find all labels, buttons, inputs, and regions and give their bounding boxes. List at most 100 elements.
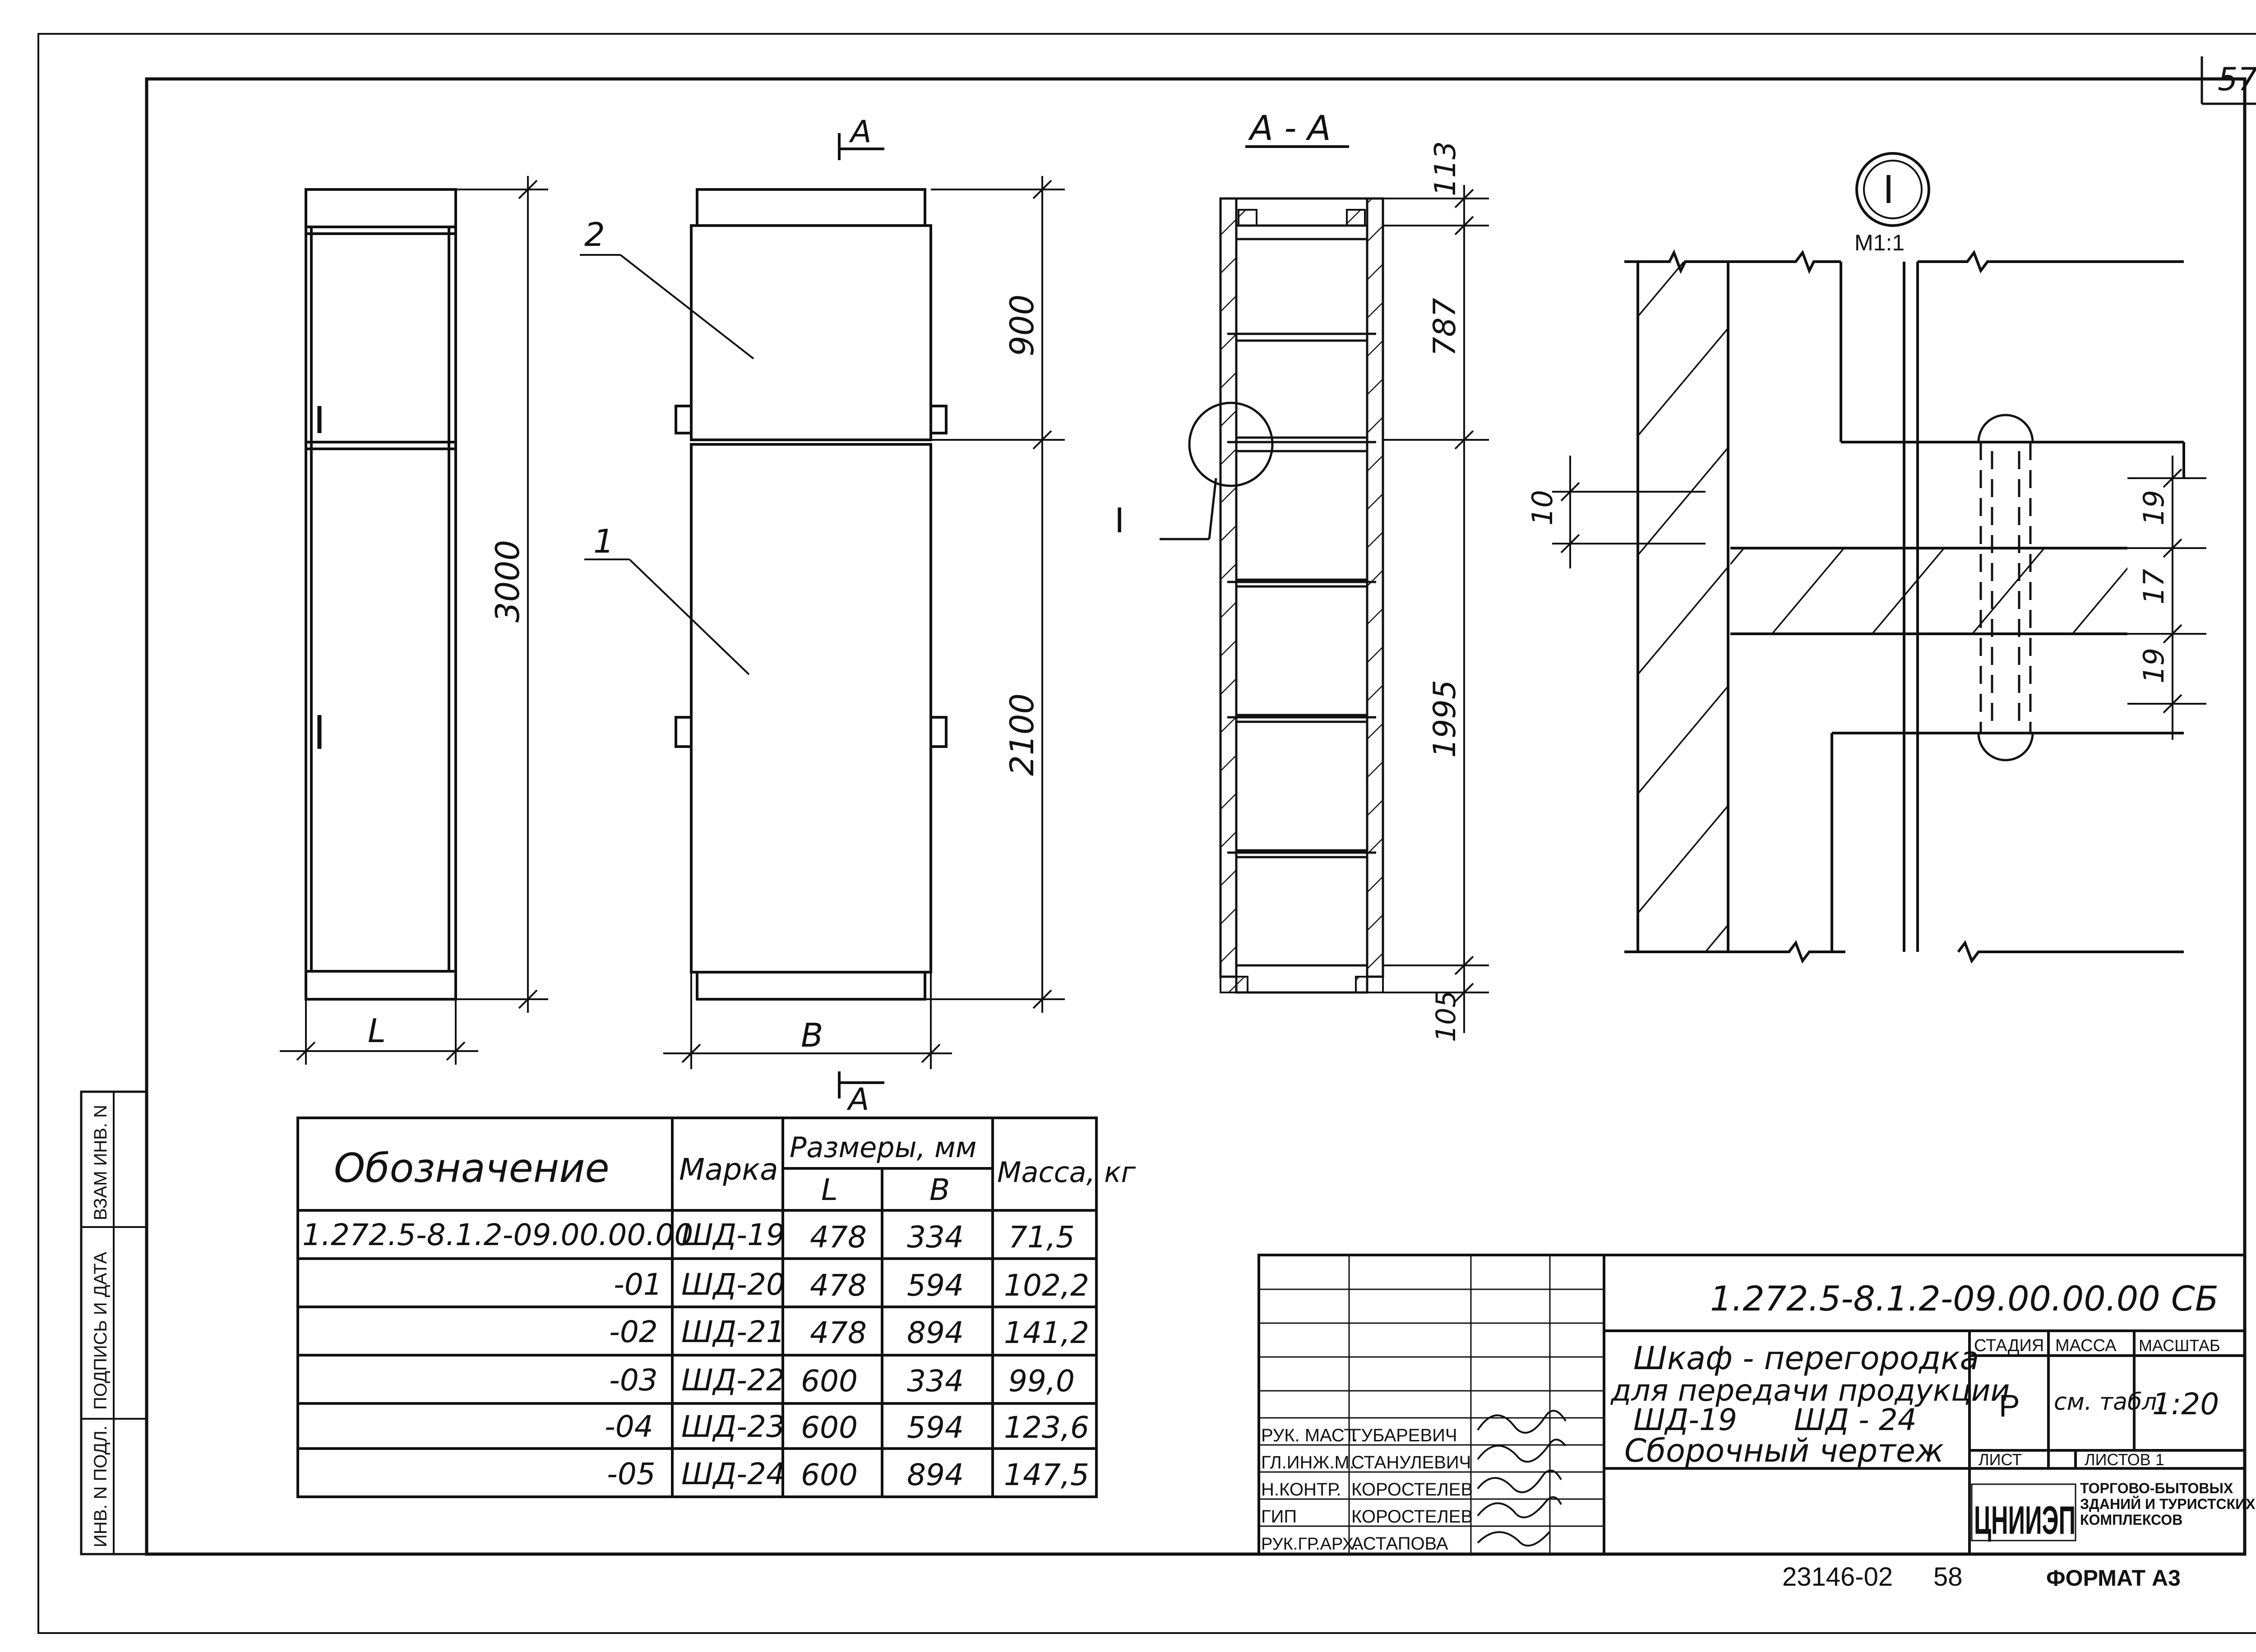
title-line-3: ШД-19 ШД - 24 — [1633, 1403, 1917, 1437]
spec-table — [296, 1117, 1098, 1498]
spec-B: 594 — [907, 1410, 964, 1445]
spec-designation: -05 — [607, 1457, 656, 1491]
spec-row: -03 ШД-22 600 334 99,0 — [609, 1363, 1075, 1398]
dim-sec-bottom: 105 — [1430, 990, 1462, 1042]
spec-mass: 99,0 — [1008, 1364, 1075, 1398]
signer-role: ГЛ.ИНЖ.М. — [1261, 1453, 1355, 1472]
spec-B: 594 — [907, 1268, 964, 1303]
title-line-1: Шкаф - перегородка — [1633, 1340, 1979, 1377]
spec-row: 1.272.5-8.1.2-09.00.00.00 ШД-19 478 334 … — [302, 1218, 1075, 1255]
detail-callout-circle — [1188, 401, 1274, 487]
dim-lower-part: 2100 — [1003, 693, 1041, 776]
spec-L: 478 — [810, 1315, 867, 1350]
signer-role: РУК. МАСТ. — [1261, 1426, 1358, 1445]
spec-mark: ШД-21 — [681, 1315, 785, 1349]
side-stamp-inv: ИНВ. N ПОДЛ. — [91, 1426, 111, 1547]
spec-designation: 1.272.5-8.1.2-09.00.00.00 — [302, 1218, 693, 1252]
spec-mass: 147,5 — [1004, 1458, 1089, 1492]
signer-name: КОРОСТЕЛЕВ — [1351, 1507, 1473, 1527]
spec-L: 478 — [810, 1268, 867, 1303]
signer-row: ГЛ.ИНЖ.М. СТАНУЛЕВИЧ — [1261, 1453, 1471, 1472]
page-number: 57 — [2218, 61, 2256, 98]
doc-code: 1.272.5-8.1.2-09.00.00.00 СБ — [1710, 1278, 2219, 1319]
detail-view — [1552, 249, 2206, 964]
signer-name: ГУБАРЕВИЧ — [1351, 1426, 1457, 1445]
signer-role: Н.КОНТР. — [1261, 1480, 1341, 1500]
spec-L: 478 — [810, 1220, 867, 1255]
stage-value: Р — [1999, 1388, 2020, 1423]
spec-mark: ШД-23 — [681, 1409, 785, 1444]
format-label: ФОРМАТ А3 — [2046, 1565, 2181, 1591]
signer-row: РУК.ГР.АРХ. АСТАПОВА — [1261, 1534, 1448, 1554]
archive-page: 58 — [1933, 1562, 1963, 1592]
signatures — [1477, 1410, 1567, 1547]
signer-role: ГИП — [1261, 1507, 1297, 1527]
scale-value: 1:20 — [2152, 1387, 2219, 1421]
scale-label: МАСШТАБ — [2139, 1336, 2220, 1355]
spec-L: 600 — [801, 1364, 858, 1398]
signer-row: Н.КОНТР. КОРОСТЕЛЕВ — [1261, 1480, 1473, 1500]
spec-B: 894 — [907, 1458, 964, 1492]
spec-L: 600 — [801, 1458, 858, 1492]
side-stamp: ИНВ. N ПОДЛ. ПОДПИСЬ И ДАТА ВЗАМ ИНВ. N — [80, 1090, 148, 1555]
mass-value: см. табл. — [2054, 1389, 2164, 1416]
archive-number: 23146-02 — [1782, 1562, 1893, 1592]
dim-det-10: 10 — [1526, 490, 1559, 526]
outer-trim-border — [37, 33, 2256, 1634]
dim-total-height: 3000 — [489, 540, 527, 623]
detail-scale: М1:1 — [1854, 230, 1905, 255]
sheets-label: ЛИСТОВ 1 — [2085, 1450, 2164, 1469]
dim-upper-part: 900 — [1003, 295, 1041, 356]
section-title: А - А — [1248, 108, 1331, 148]
spec-designation: -01 — [614, 1267, 662, 1302]
spec-B: 894 — [907, 1315, 964, 1350]
spec-designation: -03 — [609, 1363, 658, 1398]
leader-label-1: 1 — [593, 522, 614, 560]
title-line-4: Сборочный чертеж — [1624, 1432, 1944, 1469]
spec-B: 334 — [907, 1220, 964, 1255]
spec-row: -05 ШД-24 600 894 147,5 — [607, 1457, 1089, 1492]
spec-mark: ШД-22 — [681, 1363, 785, 1398]
title-line-2: для передачи продукции — [1610, 1373, 2010, 1408]
dim-width-L: L — [368, 1012, 386, 1050]
side-stamp-sign: ПОДПИСЬ И ДАТА — [91, 1252, 111, 1410]
stage-label: СТАДИЯ — [1974, 1336, 2044, 1355]
mass-label: МАССА — [2055, 1336, 2117, 1355]
spec-mass: 71,5 — [1008, 1220, 1075, 1255]
signer-role: РУК.ГР.АРХ. — [1261, 1535, 1359, 1554]
spec-row: -04 ШД-23 600 594 123,6 — [605, 1409, 1089, 1445]
signer-name: КОРОСТЕЛЕВ — [1351, 1480, 1473, 1500]
signer-name: АСТАПОВА — [1351, 1534, 1448, 1554]
spec-header-dims: Размеры, мм — [790, 1131, 977, 1164]
spec-row: -02 ШД-21 478 894 141,2 — [609, 1315, 1089, 1350]
spec-L: 600 — [801, 1410, 858, 1445]
signer-row: РУК. МАСТ. ГУБАРЕВИЧ — [1261, 1426, 1457, 1445]
drawing-frame — [145, 77, 2247, 1556]
dim-sec-lower: 1995 — [1427, 680, 1463, 758]
spec-designation: -02 — [609, 1315, 658, 1349]
org-name-line-3: КОМПЛЕКСОВ — [2080, 1512, 2182, 1528]
leader-label-2: 2 — [584, 216, 605, 254]
spec-mark: ШД-20 — [681, 1267, 785, 1302]
dim-sec-upper: 787 — [1427, 298, 1463, 356]
detail-callout-label: I — [1114, 500, 1124, 540]
detail-title-circle — [1855, 152, 1930, 227]
signer-row: ГИП КОРОСТЕЛЕВ — [1261, 1507, 1473, 1527]
dim-det-19b: 19 — [2137, 648, 2170, 683]
section-mark-bottom: А — [846, 1082, 869, 1117]
spec-mark: ШД-19 — [681, 1218, 785, 1252]
dim-det-17: 17 — [2137, 569, 2170, 605]
front-view — [675, 188, 948, 1001]
signer-name: СТАНУЛЕВИЧ — [1351, 1453, 1471, 1472]
org-name-line-2: ЗДАНИЙ И ТУРИСТСКИХ — [2080, 1496, 2256, 1512]
spec-mass: 102,2 — [1004, 1268, 1089, 1303]
org-name-line-1: ТОРГОВО-БЫТОВЫХ — [2080, 1480, 2233, 1496]
dim-det-19a: 19 — [2137, 490, 2170, 526]
spec-designation: -04 — [605, 1409, 653, 1444]
spec-header-mass: Масса, кг — [997, 1156, 1136, 1189]
dim-sec-top: 113 — [1429, 141, 1462, 196]
spec-header-mark: Марка — [679, 1152, 778, 1187]
spec-mass: 123,6 — [1004, 1410, 1089, 1445]
org-logo: ЦНИИЭП — [1974, 1498, 2076, 1542]
